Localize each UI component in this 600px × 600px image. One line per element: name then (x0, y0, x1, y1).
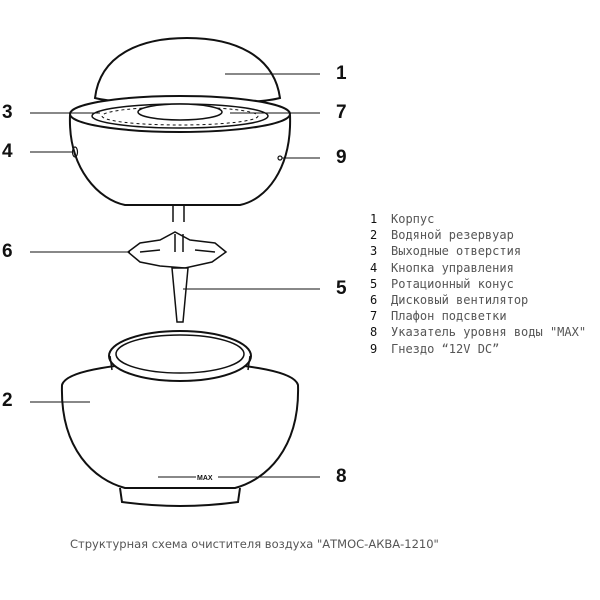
callout-2: 2 (2, 390, 13, 411)
callout-4: 4 (2, 141, 13, 162)
leader-lines (30, 73, 320, 478)
legend-item: 6 Дисковый вентилятор (370, 292, 586, 308)
legend-number: 6 (370, 293, 378, 308)
callout-3: 3 (2, 102, 13, 123)
rotation-cone (171, 267, 189, 323)
legend-label: Дисковый вентилятор (391, 293, 529, 308)
legend-item: 4 Кнопка управления (370, 260, 586, 276)
legend-number: 2 (370, 228, 378, 243)
legend-label: Указатель уровня воды "MAX" (391, 325, 587, 340)
legend-label: Корпус (391, 212, 435, 226)
legend-label: Гнездо “12V DC” (391, 341, 500, 356)
legend-item: 8 Указатель уровня воды "MAX" (370, 324, 586, 340)
legend-number: 1 (370, 212, 378, 226)
legend-number: 9 (370, 341, 378, 356)
legend-label: Кнопка управления (391, 260, 514, 275)
dome-lid (93, 36, 282, 105)
callout-6: 6 (2, 241, 13, 262)
max-level-mark: MAX (197, 475, 213, 482)
legend-item: 5 Ротационный конус (370, 276, 586, 292)
legend-number: 8 (370, 325, 378, 340)
parts-legend: 1 Корпус 2 Водяной резервуар 3 Выходные отв… (370, 211, 586, 357)
legend-number: 4 (370, 260, 378, 275)
legend-item: 1 Корпус (370, 211, 586, 227)
callout-9: 9 (336, 147, 347, 168)
callout-1: 1 (336, 63, 347, 84)
housing-body (68, 95, 292, 206)
legend-label: Плафон подсветки (391, 309, 507, 324)
water-reservoir (60, 330, 300, 507)
legend-item: 7 Плафон подсветки (370, 308, 586, 324)
legend-number: 5 (370, 276, 378, 291)
diagram-caption: Структурная схема очистителя воздуха "АТ… (70, 537, 439, 551)
legend-label: Водяной резервуар (391, 228, 514, 243)
legend-item: 9 Гнездо “12V DC” (370, 341, 586, 357)
shaft (172, 205, 185, 222)
callout-8: 8 (336, 466, 347, 487)
callout-7: 7 (336, 102, 347, 123)
legend-number: 7 (370, 309, 378, 324)
legend-item: 3 Выходные отверстия (370, 243, 586, 259)
legend-number: 3 (370, 244, 378, 259)
legend-label: Ротационный конус (391, 276, 514, 291)
legend-item: 2 Водяной резервуар (370, 227, 586, 243)
legend-label: Выходные отверстия (391, 244, 522, 259)
disc-fan (126, 231, 228, 269)
callout-5: 5 (336, 278, 347, 299)
